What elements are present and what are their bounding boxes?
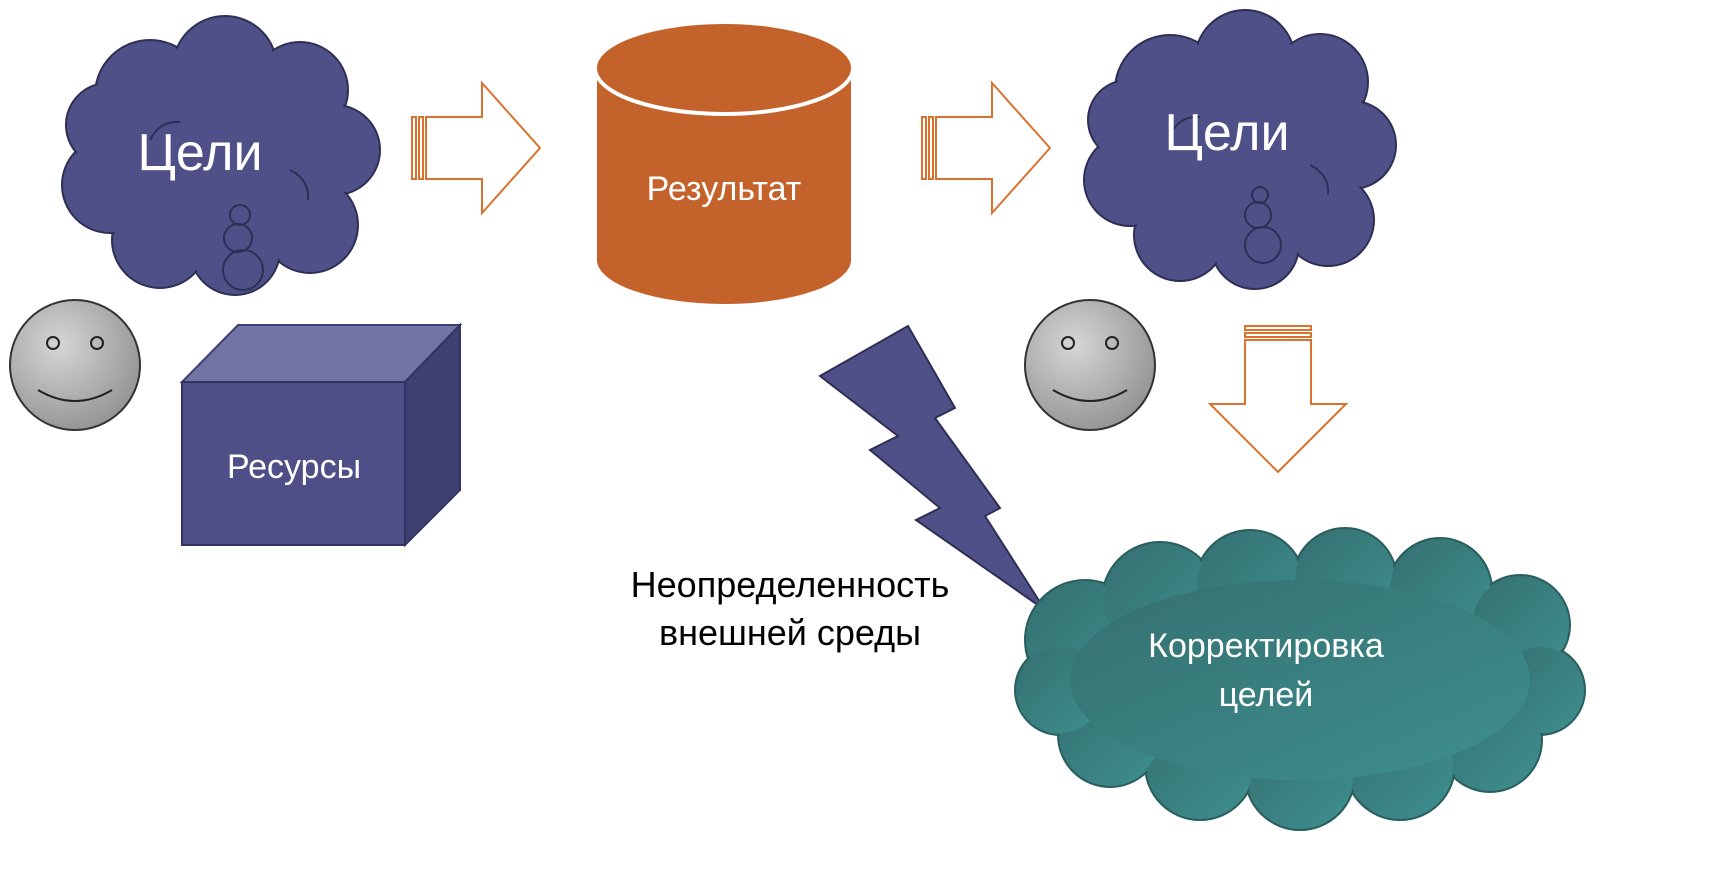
result-cylinder: Результат: [593, 20, 855, 308]
result-label: Результат: [647, 170, 802, 208]
smiley-face-icon: [9, 299, 141, 431]
block-arrow-icon: [921, 80, 1052, 216]
person-face-right: [1024, 299, 1156, 431]
resources-label: Ресурсы: [227, 448, 361, 486]
block-arrow-icon: [411, 80, 542, 216]
correction-label-line2: целей: [1219, 676, 1314, 714]
database-cylinder-icon: [593, 20, 855, 308]
smiley-face-icon: [1024, 299, 1156, 431]
block-arrow-down: [1207, 325, 1349, 474]
goals-label-right: Цели: [1164, 104, 1289, 162]
block-arrow-1: [411, 80, 542, 216]
uncertainty-label: Неопределенность внешней среды: [631, 564, 950, 653]
person-face-left: [9, 299, 141, 431]
uncertainty-lightning: [818, 324, 1046, 611]
correction-label-line1: Корректировка: [1148, 627, 1384, 665]
goals-cloud-left: Цели: [61, 15, 381, 296]
block-arrow-icon: [1207, 325, 1349, 474]
block-arrow-2: [921, 80, 1052, 216]
uncertainty-label-line2: внешней среды: [659, 612, 921, 653]
resources-cube: Ресурсы: [179, 322, 463, 548]
lightning-bolt-icon: [818, 324, 1046, 611]
goals-cloud-right: Цели: [1083, 9, 1397, 290]
goals-label-left: Цели: [137, 124, 262, 182]
cube-icon: [179, 322, 463, 548]
uncertainty-label-line1: Неопределенность: [631, 564, 950, 605]
correction-cloud: Корректировка целей: [1014, 527, 1586, 831]
